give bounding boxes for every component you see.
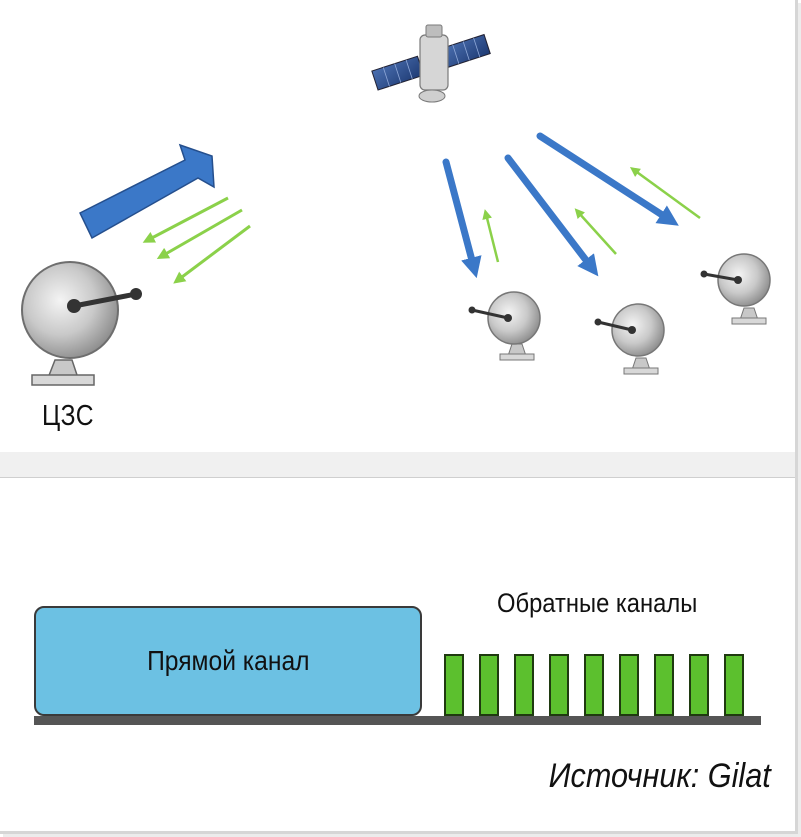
section-divider	[0, 452, 795, 478]
terminal-dish-icon	[468, 291, 541, 361]
return-channel-slot	[549, 654, 569, 716]
return-channel-slot	[444, 654, 464, 716]
forward-channel-block: Прямой канал	[34, 606, 422, 716]
return-channel-slot	[654, 654, 674, 716]
hub-label: ЦЗС	[42, 400, 94, 432]
return-channels-label: Обратные каналы	[497, 588, 698, 618]
forward-uplink-arrow	[79, 143, 215, 240]
forward-channel-label: Прямой канал	[146, 645, 310, 676]
channel-baseline	[34, 716, 761, 725]
network-scheme-panel: ЦЗС	[21, 24, 771, 432]
return-downlink-arrows	[142, 196, 251, 284]
terminal-dish-icon	[594, 303, 665, 375]
return-channel-slot	[514, 654, 534, 716]
return-channel-slot	[689, 654, 709, 716]
source-label: Источник: Gilat	[548, 757, 771, 795]
return-channel-slot	[724, 654, 744, 716]
return-channel-slot	[584, 654, 604, 716]
network-scheme	[21, 24, 771, 386]
forward-downlink-arrows	[442, 132, 679, 279]
return-uplink-arrows	[482, 167, 701, 263]
return-channel-slot	[619, 654, 639, 716]
return-channel-slot	[479, 654, 499, 716]
hub-dish-icon	[21, 261, 142, 386]
satellite-icon	[371, 24, 491, 103]
terminal-dish-icon	[700, 253, 771, 325]
